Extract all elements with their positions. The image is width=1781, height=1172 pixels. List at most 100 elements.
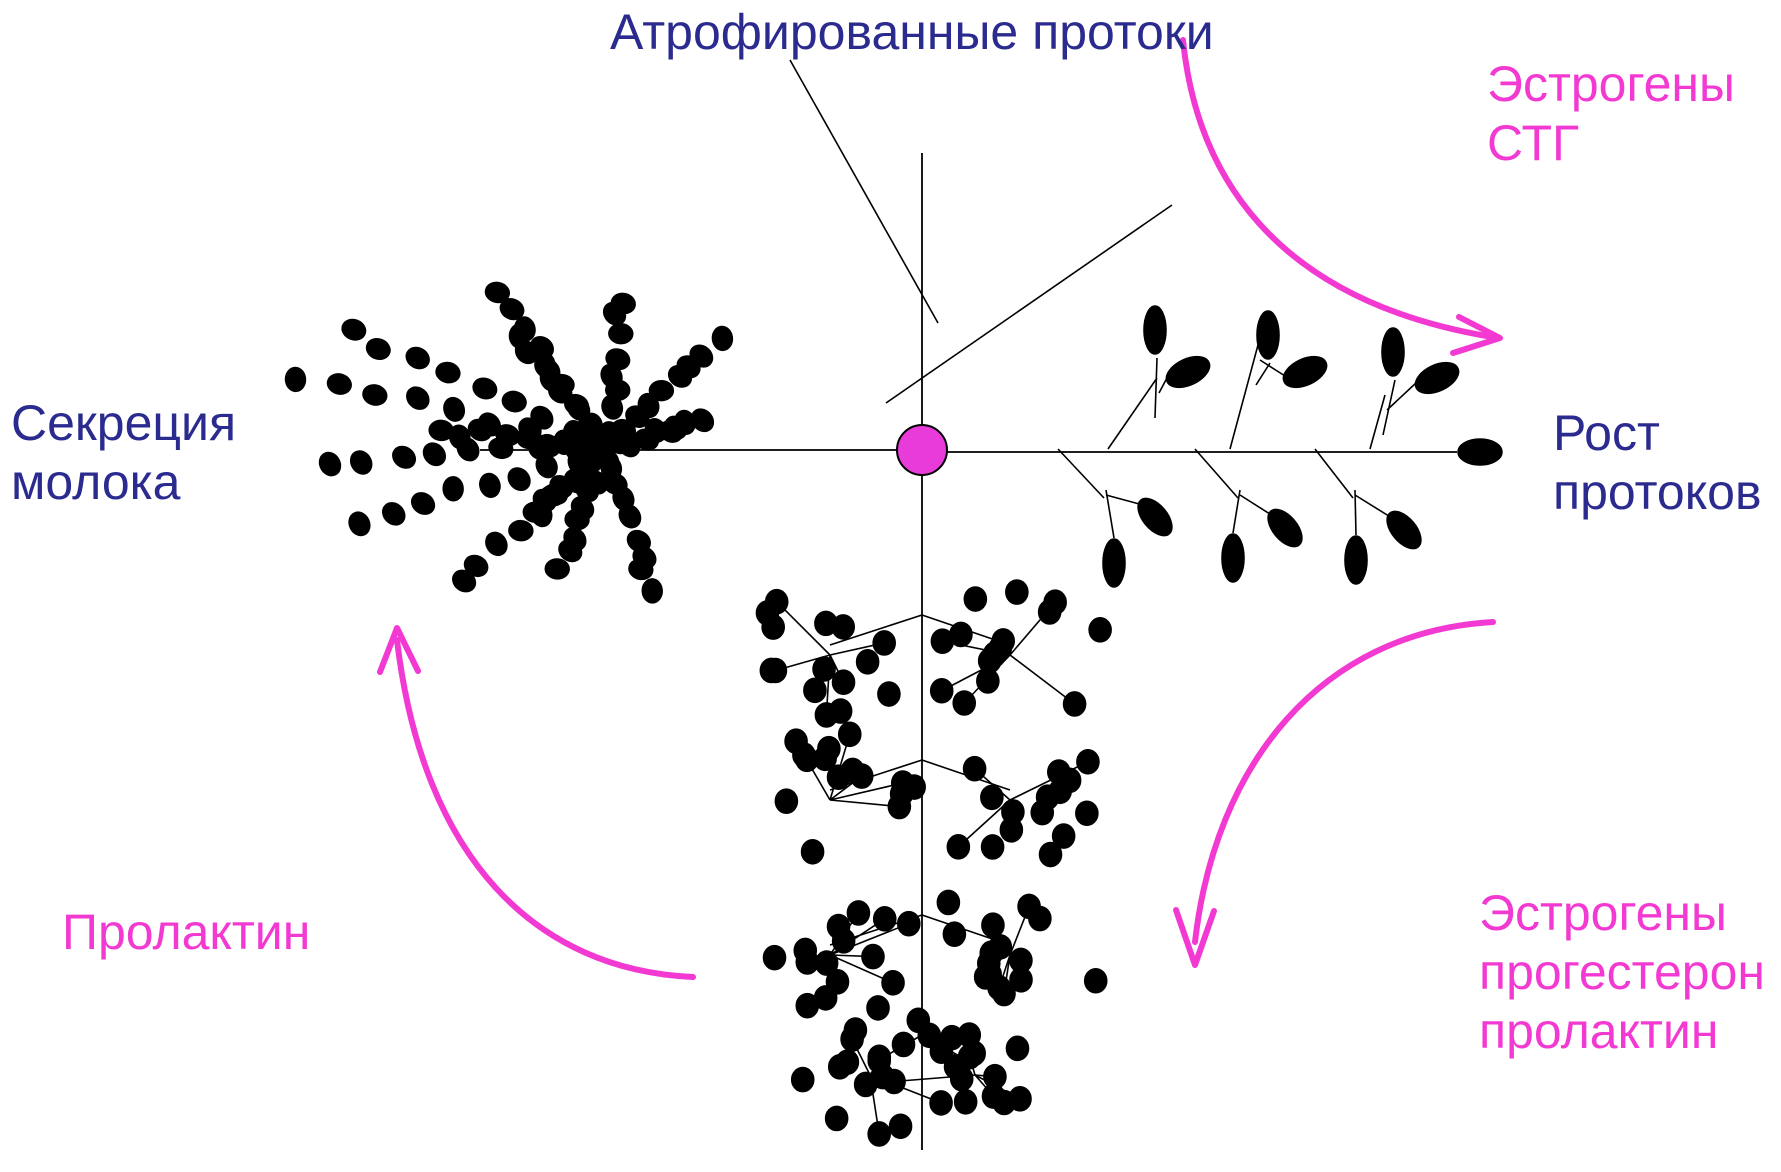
alveolus [930, 628, 955, 654]
alveolus [840, 1026, 864, 1052]
branch-line [1107, 377, 1158, 450]
terminal-bud [1381, 327, 1405, 377]
label-hormone-to-secretion: Пролактин [62, 904, 311, 960]
alveolus [814, 702, 839, 728]
alveolus [800, 838, 825, 865]
branch-line [1057, 448, 1105, 499]
alveolus [976, 950, 1001, 977]
alveolus [1047, 759, 1071, 785]
alveolus [826, 764, 851, 790]
alveolus [888, 1113, 913, 1140]
twig-line [829, 922, 910, 956]
alveolus [826, 913, 851, 940]
arrowhead-secretion [377, 625, 421, 675]
alveolus [906, 1007, 931, 1034]
alveolus [982, 641, 1007, 668]
twig-line [1354, 489, 1357, 536]
hormone-arrows [394, 37, 1496, 980]
twig-line [1232, 489, 1241, 534]
alveolus [855, 649, 880, 675]
pointer-line-1 [789, 59, 939, 324]
twig-line [1354, 494, 1393, 519]
alveolus [1051, 823, 1076, 849]
terminal-bud [1282, 355, 1328, 389]
alveolus [443, 396, 466, 422]
alveolus [284, 366, 307, 393]
terminal-bud [1457, 438, 1503, 466]
arrowhead-lobules [1173, 907, 1217, 968]
alveolus [608, 322, 634, 345]
alveolus [499, 298, 525, 321]
twig-line [1386, 381, 1418, 411]
alveolus [953, 1088, 978, 1115]
alveolus [628, 558, 654, 581]
alveolus [837, 721, 862, 748]
twig-line [1009, 761, 1089, 801]
alveolus [867, 1121, 891, 1147]
label-hormones-to-growth: Эстрогены СТГ [1487, 56, 1735, 171]
alveolus [392, 445, 417, 469]
alveolus [882, 1068, 906, 1095]
alveolus [881, 969, 905, 996]
alveolus [1088, 617, 1112, 643]
alveolus [479, 472, 501, 498]
alveolus [872, 630, 896, 656]
alveolus [943, 1053, 968, 1080]
alveolus [992, 980, 1016, 1007]
terminal-bud [1256, 310, 1280, 360]
alveolus [1076, 748, 1100, 775]
branch-line [1194, 448, 1239, 499]
alveolus [610, 292, 636, 315]
alveolus [530, 501, 553, 528]
alveolus [891, 1031, 916, 1058]
alveolus [648, 379, 675, 402]
milk-secretion-cluster [284, 281, 734, 604]
alveolus [326, 373, 352, 395]
alveolus [1008, 1086, 1032, 1112]
alveolus [435, 361, 461, 384]
twig-line [1239, 494, 1274, 517]
twig-line [1105, 494, 1144, 506]
alveolus [382, 502, 406, 526]
alveolus [877, 681, 901, 707]
alveolus [896, 910, 921, 937]
alveolus [814, 610, 838, 637]
terminal-bud [1386, 510, 1422, 550]
branch-line [1369, 394, 1386, 450]
alveolus [1009, 947, 1033, 974]
alveolus [348, 511, 371, 537]
alveolus [452, 569, 477, 593]
alveolus [1038, 841, 1063, 868]
atrophied-ducts-pointer-lines [789, 59, 1173, 404]
alveolus [1075, 800, 1099, 827]
duct-growth-branch [1057, 305, 1503, 588]
label-milk-secretion: Секреция молока [11, 395, 237, 510]
alveolus [535, 453, 558, 479]
alveolus [929, 1090, 953, 1116]
alveolus [831, 669, 856, 696]
label-hormones-to-lobules: Эстрогены прогестерон пролактин [1479, 885, 1766, 1059]
alveolus [827, 1054, 852, 1080]
alveolus [980, 784, 1004, 811]
branch-line [1229, 344, 1259, 450]
terminal-bud [1221, 533, 1245, 583]
twig-line [829, 782, 903, 801]
alveolus [618, 504, 642, 529]
alveolus [318, 451, 342, 477]
alveolus [946, 834, 971, 860]
alveolus [1005, 579, 1029, 605]
alveolus [1028, 905, 1052, 932]
arrow-to-duct-growth [1180, 37, 1495, 340]
alveolus [795, 746, 819, 773]
arrow-to-lobules [1192, 619, 1496, 945]
alveolus [442, 476, 464, 502]
alveolus [567, 396, 591, 421]
alveolus [981, 912, 1005, 939]
alveolus [813, 985, 838, 1011]
alveolus [406, 386, 430, 410]
alveolus [936, 889, 961, 916]
terminal-bud [1414, 361, 1460, 395]
branch-line [829, 614, 923, 646]
alveolus [544, 558, 570, 580]
alveolus [689, 344, 714, 368]
